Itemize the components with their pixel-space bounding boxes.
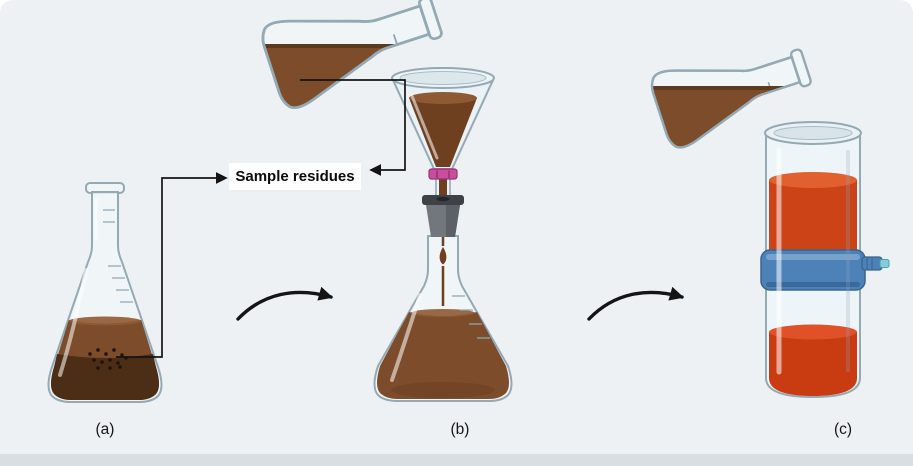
panel-bottom-edge	[0, 454, 913, 466]
stopper	[422, 195, 464, 237]
pointer-line-from-flask-b	[300, 79, 406, 176]
column-liquid-top-surface	[769, 172, 857, 188]
receiving-flask-liquid-surface	[411, 309, 475, 317]
funnel-liquid	[409, 98, 477, 167]
pointer-line-from-flask-a	[116, 172, 228, 358]
filter-ring-stripes	[436, 170, 450, 178]
receiving-flask-shine	[390, 293, 422, 382]
column-liquid-bottom	[769, 332, 857, 396]
receiving-flask-liquid	[377, 312, 509, 399]
separation-column	[760, 121, 890, 399]
flask-a	[47, 182, 163, 403]
graduation-marks	[103, 209, 133, 303]
step-label-c: (c)	[833, 421, 853, 438]
column-liquid-bottom-surface	[769, 324, 857, 340]
funnel	[391, 67, 495, 180]
flask-a-shine-2	[58, 268, 88, 377]
filter-ring	[428, 168, 458, 180]
column-coupling-band	[760, 249, 866, 291]
nozzle-tip	[879, 259, 890, 268]
receiving-flask-shade	[391, 382, 495, 398]
flask-a-liquid-surface	[69, 316, 141, 326]
band-shadow	[766, 282, 860, 287]
annotation-lines	[116, 79, 406, 358]
stopper-hole	[436, 196, 450, 202]
stopper-shade	[446, 205, 460, 237]
funnel-rim-inner	[399, 71, 487, 85]
funnel-stem-liquid	[439, 178, 447, 200]
filtration-setup	[373, 67, 513, 402]
flask-a-sediment-layer	[51, 354, 159, 400]
funnel-liquid-surface	[409, 92, 477, 104]
column-rim-inner	[773, 126, 853, 140]
band-highlight	[766, 254, 860, 260]
filtrate-drop	[439, 247, 447, 265]
arrow-a-to-b	[236, 286, 334, 321]
graduation-marks	[452, 295, 490, 339]
funnel-shine	[410, 94, 439, 160]
receiving-flask	[373, 235, 513, 402]
column-liquid-top	[769, 180, 857, 252]
step-label-a: (a)	[95, 421, 115, 438]
nozzle-ridges	[866, 258, 873, 269]
sample-residues-label: Sample residues	[229, 163, 361, 190]
column-valve-nozzle	[861, 256, 890, 271]
residue-particles	[88, 348, 128, 370]
arrow-b-to-c	[587, 286, 685, 321]
sample-residues-text: Sample residues	[235, 168, 355, 185]
step-label-b: (b)	[450, 421, 470, 438]
